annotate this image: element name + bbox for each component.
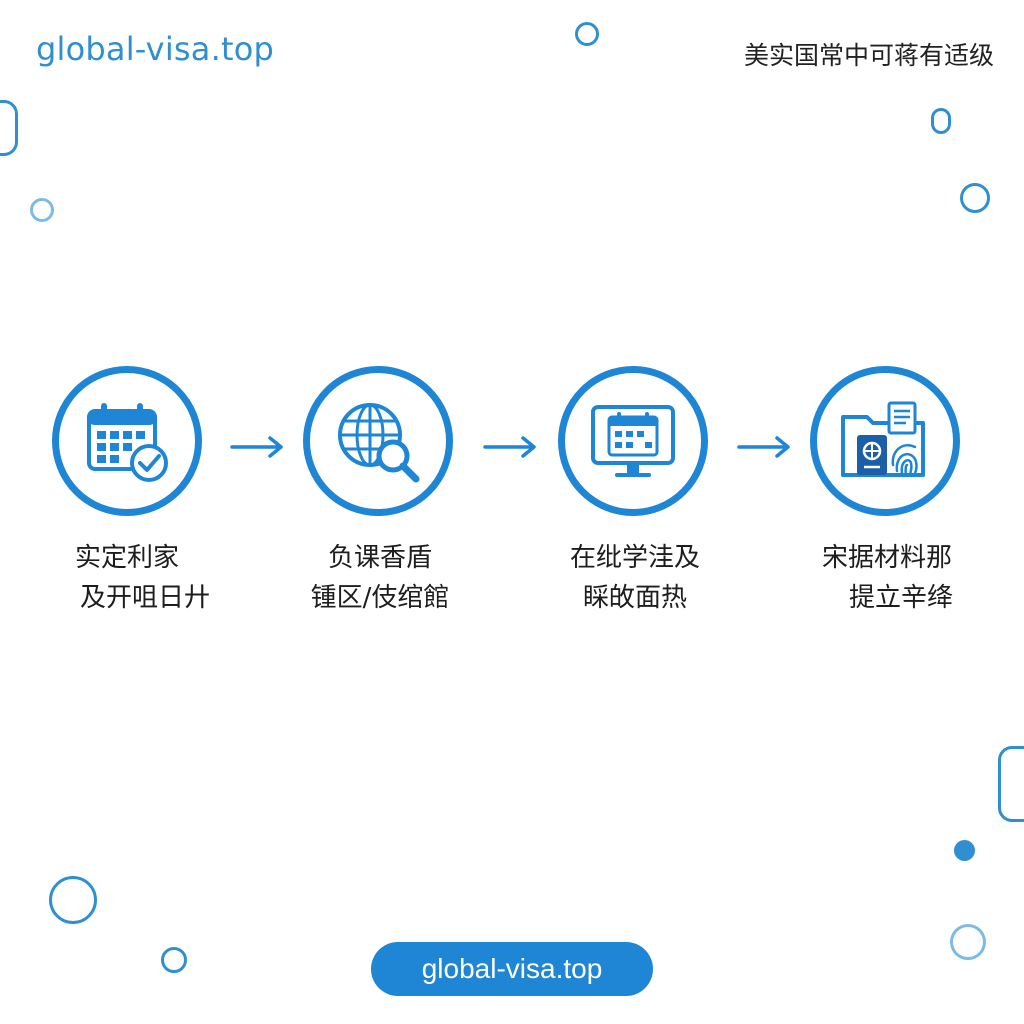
step-1-label: 实定利家 及开咀日廾	[12, 538, 242, 618]
step-4-label: 宋据材料那 提立辛绛	[772, 538, 1002, 618]
brand-logo-text: global-visa.top	[36, 30, 274, 68]
step-2-label-line2: 锺区/伎绾館	[310, 583, 450, 613]
page-headline: 美实国常中可蒋有适级	[743, 41, 994, 70]
step-1-icon-circle	[52, 366, 202, 516]
monitor-calendar-icon	[591, 405, 675, 477]
step-3-label-line1: 在纰学洼及	[569, 543, 700, 573]
decor-ring	[575, 22, 599, 46]
decor-pill	[998, 746, 1024, 822]
folder-passport-fingerprint-icon	[841, 401, 925, 477]
step-4-label-line2: 提立辛绛	[848, 583, 953, 613]
arrow-right-icon	[483, 436, 536, 458]
step-1-label-line1: 实定利家	[74, 543, 179, 573]
decor-dot	[954, 840, 975, 861]
step-2-icon-circle	[303, 366, 453, 516]
step-4-label-line1: 宋据材料那	[821, 543, 952, 573]
decor-ring	[30, 198, 54, 222]
step-2-label-line1: 负课香盾	[327, 543, 432, 573]
arrow-right-icon	[230, 436, 283, 458]
decor-ring	[950, 924, 986, 960]
decor-ring	[161, 947, 187, 973]
decor-pill	[931, 108, 951, 134]
decor-ring	[960, 183, 990, 213]
step-2-label: 负课香盾 锺区/伎绾館	[265, 538, 495, 618]
arrow-right-icon	[737, 436, 790, 458]
decor-pill	[0, 100, 18, 156]
step-1-label-line2: 及开咀日廾	[79, 583, 210, 613]
decor-ring	[49, 876, 97, 924]
step-4-icon-circle	[810, 366, 960, 516]
step-3-icon-circle	[558, 366, 708, 516]
step-3-label: 在纰学洼及 睬敀面热	[520, 538, 750, 618]
globe-search-icon	[338, 403, 420, 483]
step-3-label-line2: 睬敀面热	[582, 583, 687, 613]
website-link-button[interactable]: global-visa.top	[371, 942, 653, 996]
calendar-check-icon	[87, 403, 168, 482]
